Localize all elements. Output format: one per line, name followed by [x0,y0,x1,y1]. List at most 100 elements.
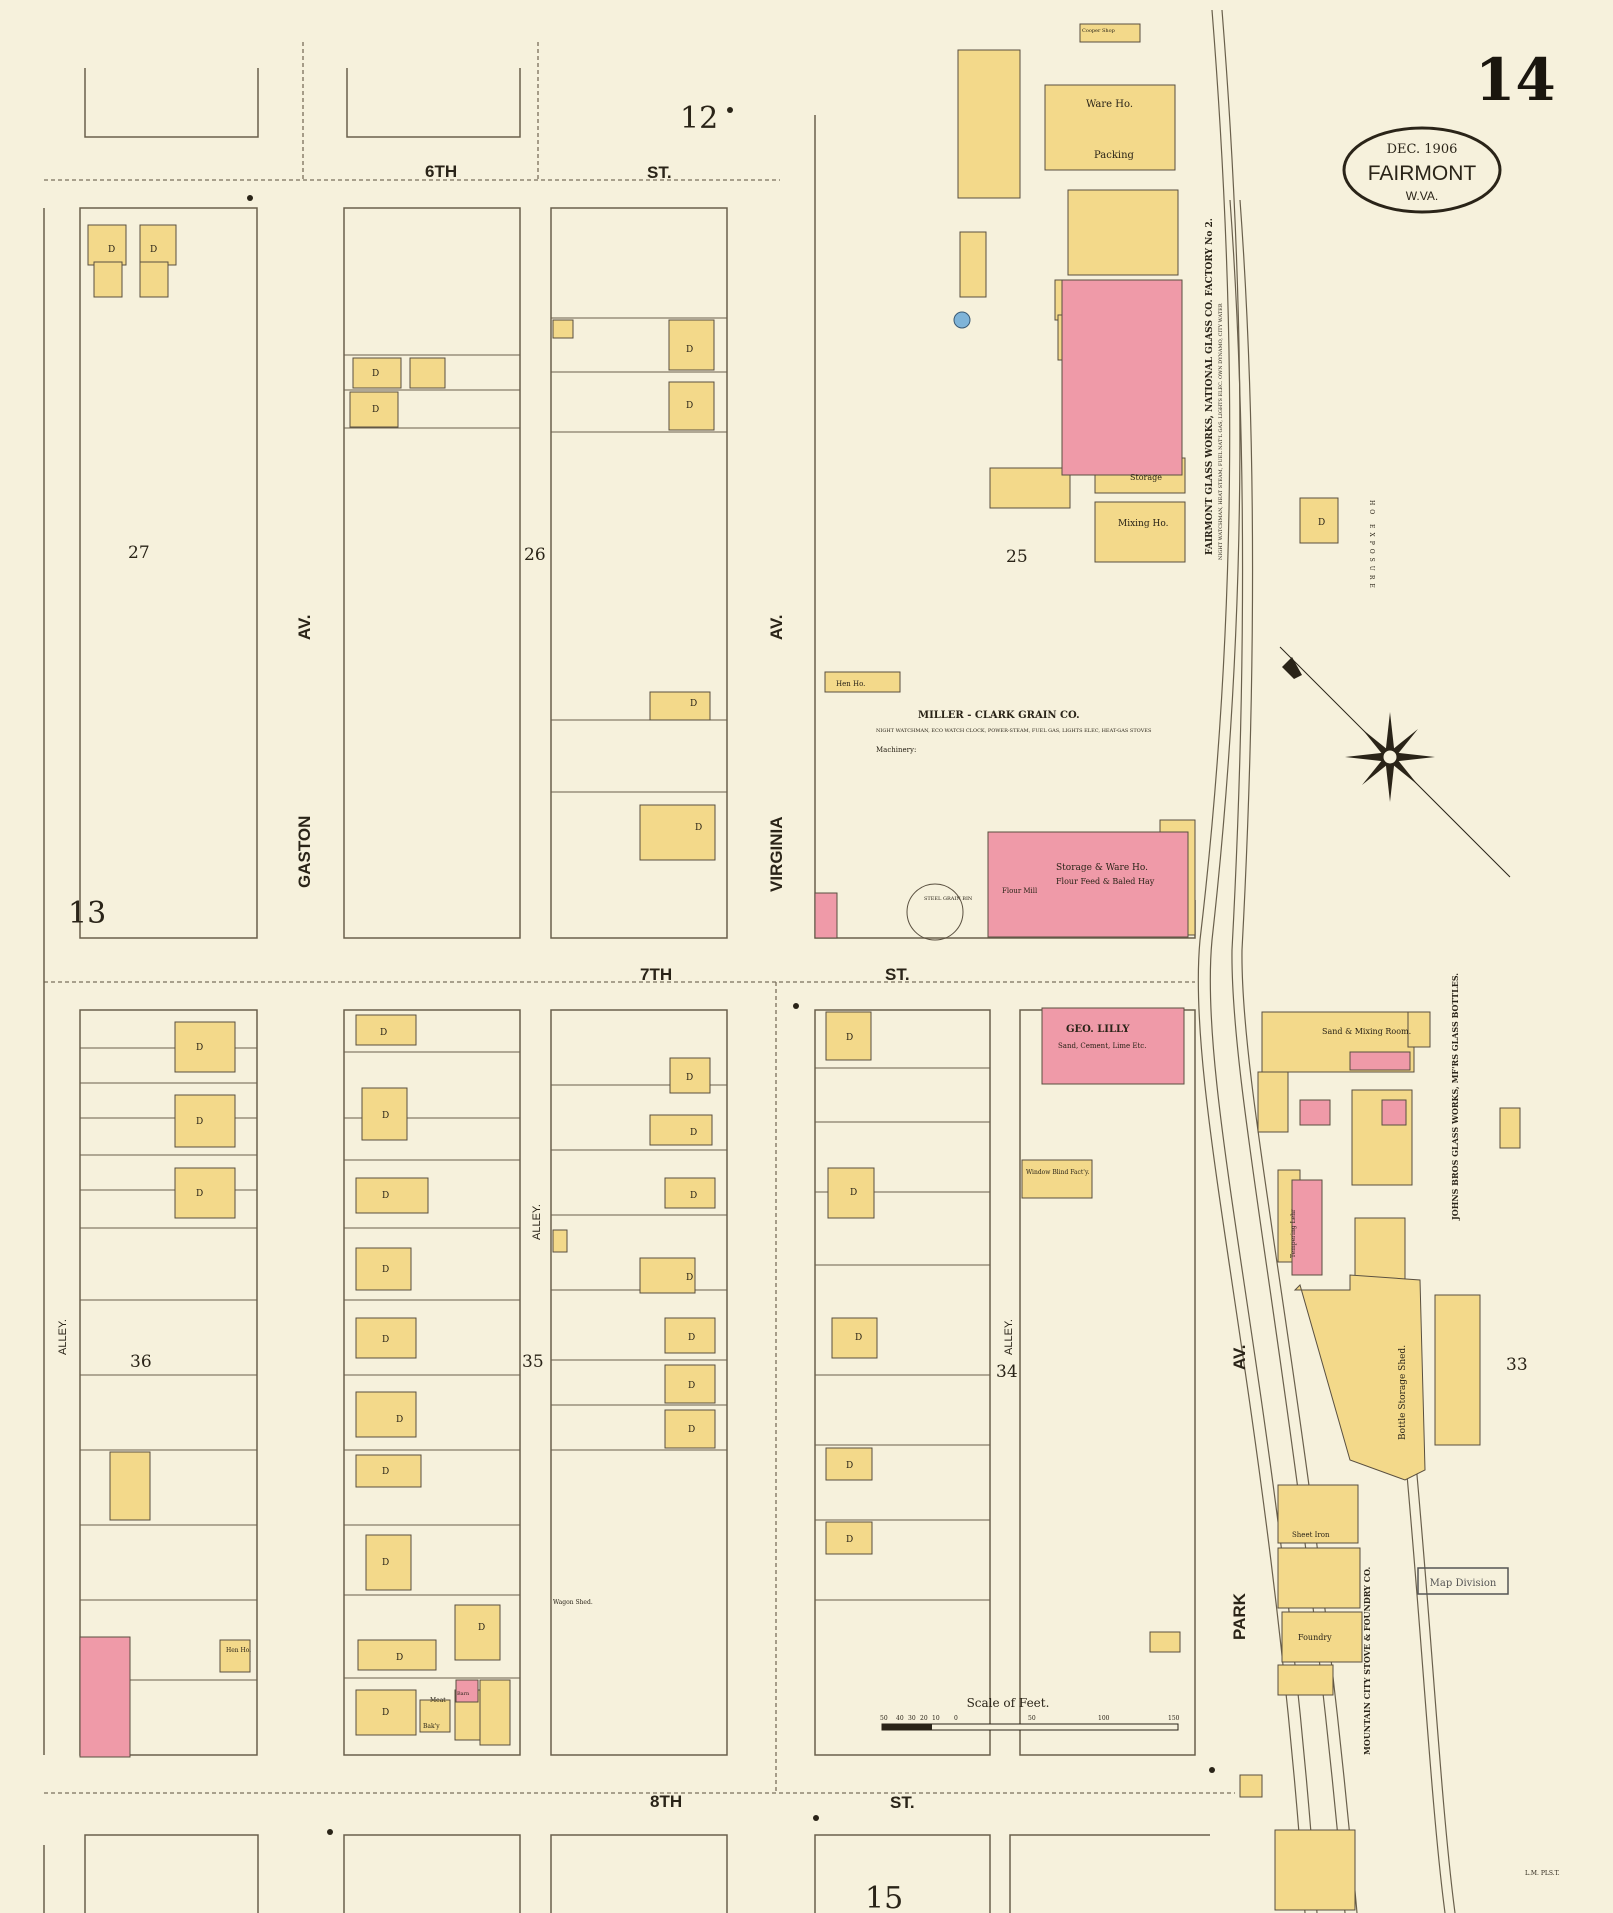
scale-tick: 20 [920,1715,928,1722]
office [959,231,987,298]
stable [109,1451,151,1521]
street-park-av: AV. [1230,1344,1249,1370]
svg-text:D: D [382,1708,389,1718]
block-26-label: 26 [524,545,546,565]
svg-text:D: D [688,1333,695,1343]
national-glass-note: NIGHT WATCHMAN, HEAT STEAM, FUEL NAT'L G… [1218,303,1224,560]
dwelling [409,357,446,389]
pot-room [1349,1051,1411,1071]
cartouche-oval [1342,126,1502,214]
miller-clark-label: MILLER - CLARK GRAIN CO. [918,710,1080,721]
dwelling [355,1177,429,1214]
alley-labels: ALLEY. ALLEY. ALLEY. [57,1204,1015,1355]
flour-mill-label: Flour Mill [1002,887,1038,895]
title-cartouche: DEC. 1906 FAIRMONT W.VA. [1342,126,1502,214]
dwelling [639,804,716,861]
svg-text:D: D [690,1191,697,1201]
svg-text:D: D [1318,518,1325,528]
dwelling [355,1689,417,1736]
shed [1257,1071,1289,1133]
bakery-label: Bak'y [423,1723,440,1730]
storage-label: Storage [1130,473,1162,482]
brick-buildings [79,279,1411,1758]
dwelling [1299,497,1339,544]
dwelling [664,1317,716,1354]
tempering-room [1291,1179,1323,1276]
scale-tick: 150 [1168,1715,1180,1722]
scale-tick: 10 [932,1715,940,1722]
foundry [1281,1611,1363,1663]
svg-text:D: D [690,1128,697,1138]
compass-rose [1279,646,1511,878]
north-arrow-icon [1282,657,1302,679]
dwelling [365,1534,412,1591]
meat-label: Meat [430,1697,446,1704]
compass-center [1382,749,1398,765]
street-8th-suffix: ST. [890,1793,915,1812]
svg-text:D: D [196,1043,203,1053]
street-gaston-av: AV. [295,614,314,640]
steel-bin-label: STEEL GRAIN BIN [924,896,973,902]
dwelling [668,319,715,371]
mountain-city-label: MOUNTAIN CITY STOVE & FOUNDRY CO. [1362,1566,1372,1755]
map-state: W.VA. [1406,189,1438,203]
lot-lines [80,317,990,1681]
svg-text:D: D [380,1028,387,1038]
svg-text:D: D [382,1558,389,1568]
stamp-box [1417,1567,1509,1595]
window-blind-label: Window Blind Fact'y. [1026,1169,1090,1176]
ware-house-label: Ware Ho. [1086,99,1133,110]
dwelling [174,1021,236,1073]
barn [455,1679,479,1703]
dwelling [352,357,402,389]
svg-text:D: D [688,1381,695,1391]
vertical-business-labels: FAIRMONT GLASS WORKS, NATIONAL GLASS CO.… [1205,218,1460,1755]
glass-works-shed [957,49,1021,199]
block-25-label: 25 [1006,547,1028,567]
svg-text:D: D [686,401,693,411]
box-shed [1499,1107,1521,1149]
geo-lilly-label: GEO. LILLY [1066,1024,1130,1035]
svg-text:D: D [478,1623,485,1633]
dwelling [664,1409,716,1449]
flour-feed-label: Flour Feed & Baled Hay [1056,877,1155,886]
scale-tick: 50 [1028,1715,1036,1722]
dwelling [649,691,711,721]
hen-house [824,671,901,693]
street-virginia: VIRGINIA [767,816,786,892]
business-labels: Ware Ho. Packing Mixing Ho. Storage MILL… [226,28,1411,1730]
dwelling [93,261,123,298]
svg-text:D: D [846,1535,853,1545]
dwelling [139,261,169,298]
shed [552,319,574,339]
steel-grain-bin [906,883,964,941]
sheet-12-label: 12 [680,101,718,136]
shed [479,1679,511,1746]
engraver-mark: L.M. PLS.T. [1525,1870,1560,1877]
dwelling [174,1167,236,1219]
dwelling [649,1114,713,1146]
water-tank [953,311,971,329]
shed [1274,1829,1356,1911]
alley-west: ALLEY. [57,1319,69,1355]
dwelling [355,1391,417,1438]
outbuilding [1149,1631,1181,1653]
glory-hole [1381,1099,1407,1126]
svg-text:D: D [846,1033,853,1043]
block-outlines [43,68,1210,1913]
mixing-house-label: Mixing Ho. [1118,519,1169,529]
stamp-text: Map Division [1430,1578,1497,1589]
coopers-label: Cooper Shop [1082,28,1115,34]
johns-bros-label: JOHNS BROS GLASS WORKS, MF'RS GLASS BOTT… [1450,973,1460,1221]
svg-text:D: D [382,1265,389,1275]
svg-text:D: D [690,699,697,709]
ware-house [1044,84,1176,171]
brick-stable [79,1636,131,1758]
finishing-building [1067,189,1179,276]
svg-text:D: D [382,1467,389,1477]
flour-mill [987,831,1189,938]
dwelling [174,1094,236,1148]
dwelling [357,1639,437,1671]
window-blind-factory [1021,1159,1093,1199]
